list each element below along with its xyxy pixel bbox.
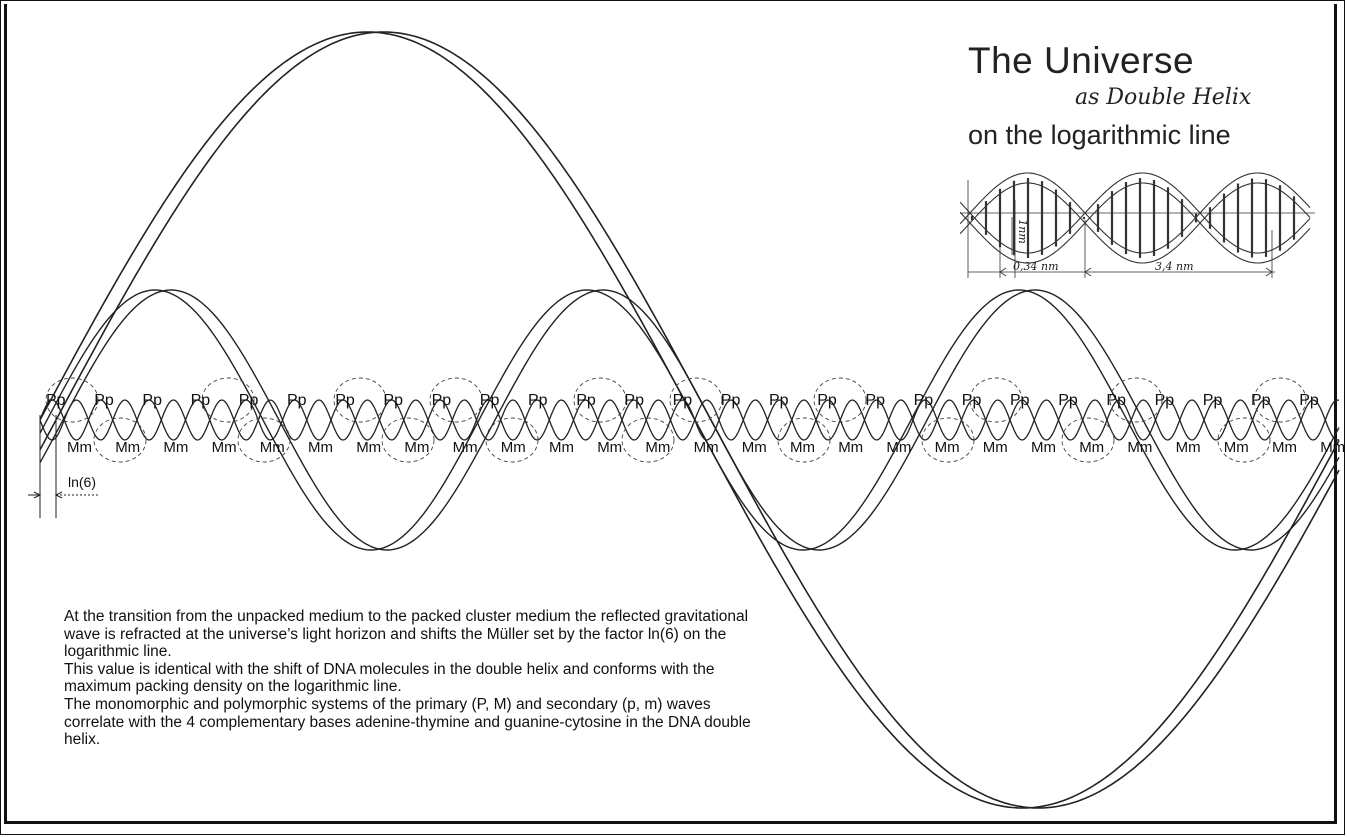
wave-label-upper: Pp: [1203, 392, 1223, 410]
helix-strand-1-edge: [960, 183, 1310, 263]
wave-label-upper: Pp: [1251, 392, 1271, 410]
medium-wave-2: [40, 290, 1339, 550]
wave-label-lower: Mm: [742, 439, 767, 456]
page-title: The Universe: [968, 40, 1194, 82]
wave-label-upper: Pp: [528, 392, 548, 410]
wave-label-lower: Mm: [1320, 439, 1345, 456]
wave-label-upper: Pp: [576, 392, 596, 410]
wave-label-upper: Pp: [673, 392, 693, 410]
wave-label-lower: Mm: [886, 439, 911, 456]
wave-label-lower: Mm: [1272, 439, 1297, 456]
wave-label-upper: Pp: [1106, 392, 1126, 410]
wave-label-lower: Mm: [838, 439, 863, 456]
wave-label-lower: Mm: [1031, 439, 1056, 456]
inset-label-vertical: 1nm: [1016, 219, 1029, 244]
wave-label-lower: Mm: [212, 439, 237, 456]
wave-label-upper: Pp: [865, 392, 885, 410]
wave-label-lower: Mm: [935, 439, 960, 456]
wave-label-upper: Pp: [191, 392, 211, 410]
wave-label-lower: Mm: [308, 439, 333, 456]
wave-label-lower: Mm: [163, 439, 188, 456]
medium-wave-1: [40, 290, 1339, 550]
wave-label-upper: Pp: [1299, 392, 1319, 410]
wave-label-upper: Pp: [432, 392, 452, 410]
wave-label-lower: Mm: [597, 439, 622, 456]
description-text: At the transition from the unpacked medi…: [64, 608, 764, 749]
wave-label-upper: Pp: [94, 392, 114, 410]
wave-label-lower: Mm: [67, 439, 92, 456]
wave-label-lower: Mm: [1224, 439, 1249, 456]
page-subtitle-line: on the logarithmic line: [968, 120, 1231, 151]
wave-label-upper: Pp: [239, 392, 259, 410]
wave-label-lower: Mm: [115, 439, 140, 456]
inset-label-large: 3,4 nm: [1155, 260, 1194, 273]
wave-label-upper: Pp: [769, 392, 789, 410]
wave-label-lower: Mm: [790, 439, 815, 456]
wave-label-lower: Mm: [1127, 439, 1152, 456]
wave-label-upper: Pp: [721, 392, 741, 410]
wave-label-upper: Pp: [287, 392, 307, 410]
wave-label-lower: Mm: [549, 439, 574, 456]
description-paragraph-1: At the transition from the unpacked medi…: [64, 608, 764, 661]
secondary-medium-waves: [40, 290, 1339, 550]
wave-label-upper: Pp: [962, 392, 982, 410]
wave-label-upper: Pp: [335, 392, 355, 410]
wave-label-upper: Pp: [817, 392, 837, 410]
wave-label-upper: Pp: [46, 392, 66, 410]
ln6-shift-marker: [28, 415, 100, 518]
wave-label-upper: Pp: [142, 392, 162, 410]
wave-label-lower: Mm: [1079, 439, 1104, 456]
base-pair-rungs: [972, 178, 1294, 258]
inset-label-small: 0,34 nm: [1013, 260, 1059, 273]
wave-label-lower: Mm: [983, 439, 1008, 456]
description-paragraph-3: The monomorphic and polymorphic systems …: [64, 696, 764, 749]
wave-label-upper: Pp: [1155, 392, 1175, 410]
wave-label-lower: Mm: [404, 439, 429, 456]
wave-label-lower: Mm: [260, 439, 285, 456]
wave-label-lower: Mm: [694, 439, 719, 456]
wave-label-upper: Pp: [914, 392, 934, 410]
wave-label-upper: Pp: [1010, 392, 1030, 410]
description-paragraph-2: This value is identical with the shift o…: [64, 661, 764, 696]
helix-strand-2-edge: [960, 183, 1310, 263]
wave-label-lower: Mm: [1176, 439, 1201, 456]
page-subtitle: as Double Helix: [1075, 85, 1251, 110]
wave-label-lower: Mm: [501, 439, 526, 456]
wave-label-upper: Pp: [1058, 392, 1078, 410]
wave-label-upper: Pp: [480, 392, 500, 410]
wave-label-upper: Pp: [383, 392, 403, 410]
wave-label-upper: Pp: [624, 392, 644, 410]
wave-label-lower: Mm: [645, 439, 670, 456]
wave-label-lower: Mm: [356, 439, 381, 456]
wave-label-lower: Mm: [453, 439, 478, 456]
shift-label: ln(6): [68, 474, 96, 490]
